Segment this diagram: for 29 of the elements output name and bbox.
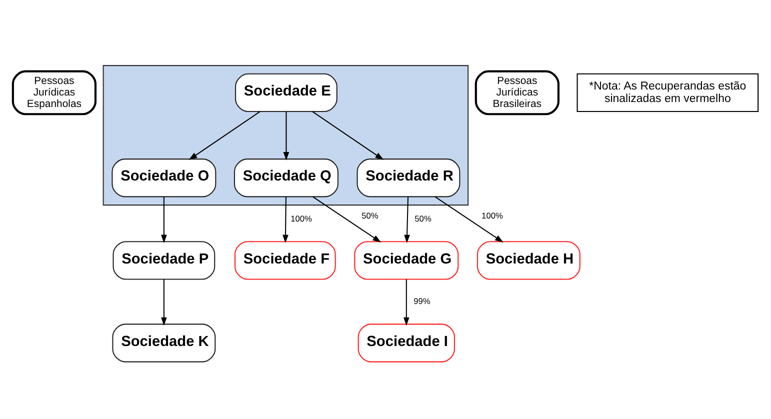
arrow [404, 196, 410, 244]
arrow [282, 196, 288, 244]
node-box: Sociedade Q [234, 158, 338, 198]
edge-label: 100% [482, 210, 503, 220]
arrow [161, 196, 167, 244]
arrow [312, 196, 382, 242]
node-box: Sociedade F [234, 241, 336, 280]
node-box: Sociedade H [476, 241, 580, 280]
node-box: Sociedade I [358, 324, 455, 362]
arrow [161, 279, 167, 326]
arrow [283, 112, 290, 160]
edge-label: 99% [414, 296, 430, 306]
edge-label: 50% [362, 210, 378, 220]
arrow [312, 111, 384, 160]
edge-label: 100% [290, 214, 312, 224]
node-box: Sociedade G [354, 241, 459, 280]
node-box: Sociedade O [112, 158, 216, 198]
node-box: Pessoas Jurídicas Brasileiras [474, 70, 560, 116]
edge-label: 50% [414, 214, 432, 224]
node-box: *Nota: As Recuperandas estão sinalizadas em vermelho [576, 73, 759, 112]
node-box: Sociedade E [235, 73, 338, 112]
arrow [434, 196, 504, 242]
node-box: Pessoas Jurídicas Espanholas [12, 70, 97, 116]
cluster [102, 65, 469, 206]
arrow [403, 279, 410, 326]
arrow [188, 111, 260, 160]
node-box: Sociedade P [112, 241, 216, 280]
node-box: Sociedade K [112, 324, 216, 362]
node-box: Sociedade R [356, 158, 460, 198]
